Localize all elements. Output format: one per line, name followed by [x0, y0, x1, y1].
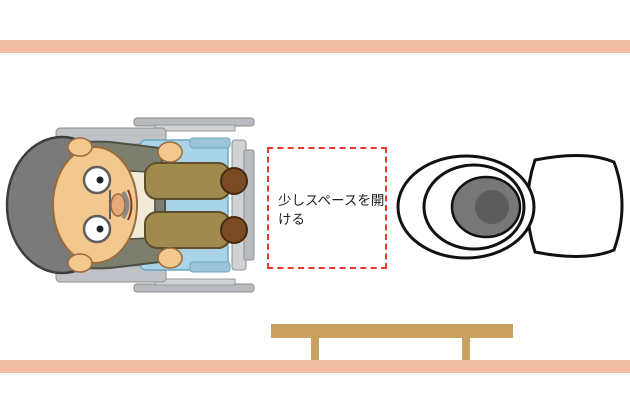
space-indicator-box — [267, 147, 387, 269]
top-wall — [0, 40, 630, 53]
elderly-man — [5, 135, 248, 275]
bottom-wall — [0, 360, 630, 373]
toilet — [396, 154, 624, 260]
space-label: 少しスペースを開ける — [278, 193, 385, 228]
handrail — [271, 324, 513, 360]
